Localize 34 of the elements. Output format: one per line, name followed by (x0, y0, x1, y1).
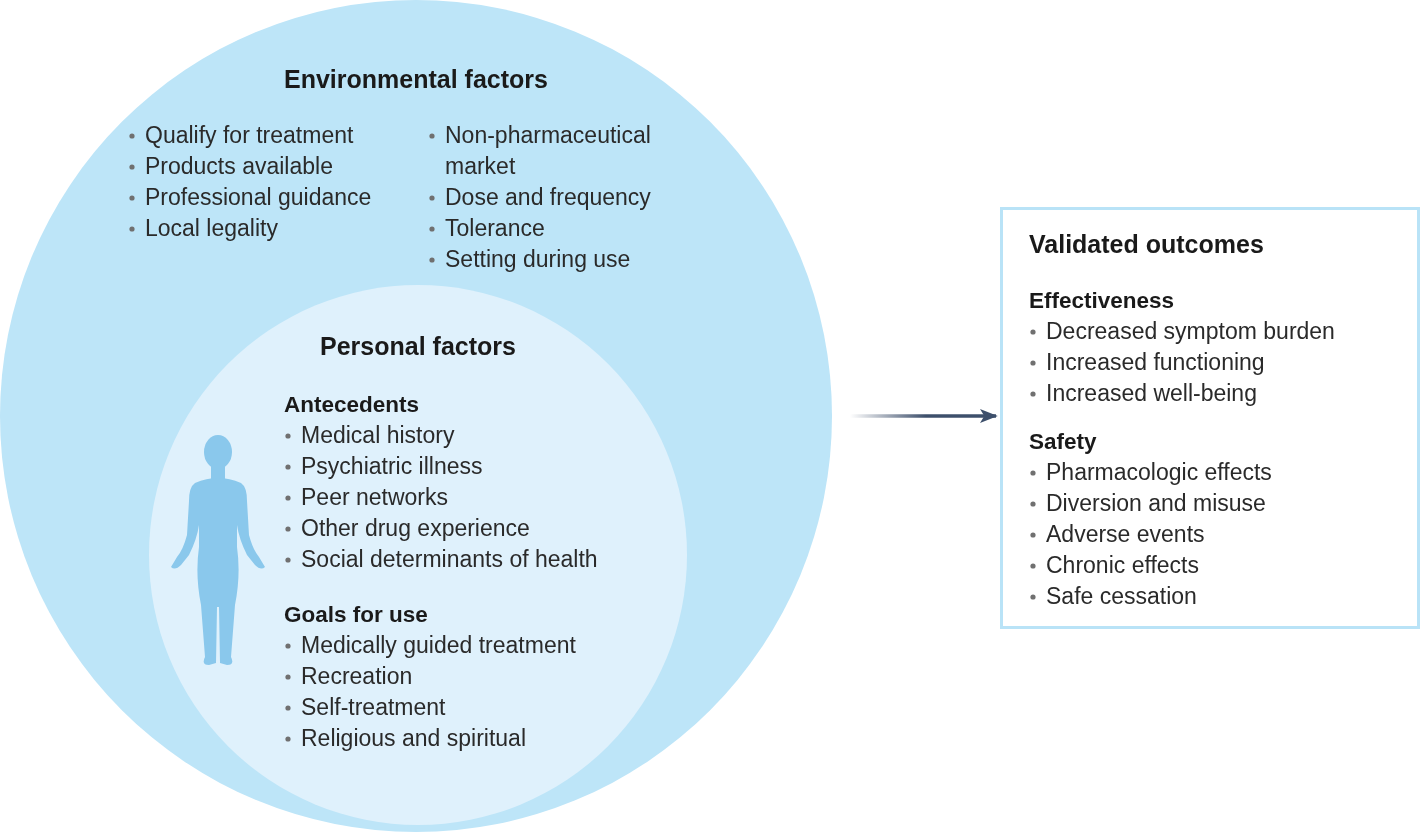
bullet-item: Pharmacologic effects (1046, 459, 1272, 485)
subheading: Safety (1029, 428, 1098, 456)
bullet-item: Medically guided treatment (301, 632, 576, 658)
bullet-item: Dose and frequency (445, 184, 651, 210)
bullet-item: Recreation (301, 663, 413, 689)
subheading: Effectiveness (1029, 287, 1176, 315)
bullet-item: Safe cessation (1046, 583, 1197, 609)
bullet-item: Other drug experience (301, 515, 530, 541)
heading: Personal factors (319, 331, 517, 361)
environment-circle (0, 0, 832, 832)
bullet-item: Professional guidance (145, 184, 372, 210)
bullet-item: Adverse events (1046, 521, 1205, 547)
outcomes-box (1000, 207, 1420, 629)
bullet-item: Medical history (301, 422, 455, 448)
heading: Validated outcomes (1029, 229, 1264, 259)
bullet-item: Diversion and misuse (1046, 490, 1266, 516)
bullet-item: Increased functioning (1046, 349, 1265, 375)
heading: Environmental factors (283, 64, 549, 94)
bullet-item: Psychiatric illness (301, 453, 483, 479)
bullet-item: Tolerance (445, 215, 545, 241)
subheading: Antecedents (284, 391, 421, 419)
bullet-item: Increased well-being (1046, 380, 1257, 406)
bullet-item: Decreased symptom burden (1046, 318, 1335, 344)
bullet-item: Self-treatment (301, 694, 446, 720)
bullet-item: Non-pharmaceutical market (445, 122, 651, 179)
bullet-item: Social determinants of health (301, 546, 598, 572)
bullet-item: Chronic effects (1046, 552, 1199, 578)
bullet-item: Qualify for treatment (145, 122, 354, 148)
subheading: Goals for use (284, 601, 429, 629)
bullet-item: Peer networks (301, 484, 448, 510)
bullet-item: Products available (145, 153, 333, 179)
bullet-item: Religious and spiritual (301, 725, 526, 751)
bullet-item: Local legality (145, 215, 278, 241)
bullet-item: Setting during use (445, 246, 631, 272)
